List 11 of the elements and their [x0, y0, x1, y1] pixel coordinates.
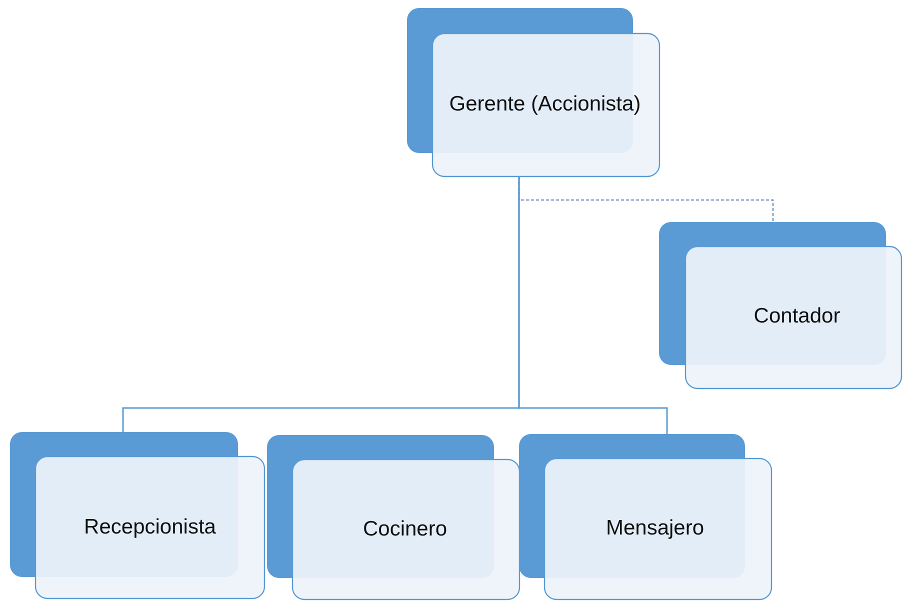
org-chart-box	[519, 434, 772, 600]
org-chart-box	[659, 222, 902, 389]
node-label: Gerente (Accionista)	[448, 91, 642, 118]
node-label: Cocinero	[362, 516, 448, 542]
node-label: Mensajero	[604, 515, 706, 542]
connector-line	[518, 177, 668, 434]
node-label: Contador	[752, 303, 842, 330]
node-label: Recepcionista	[83, 514, 217, 540]
org-chart-box	[407, 8, 660, 177]
org-chart-box	[267, 435, 520, 600]
org-chart-box	[10, 432, 265, 599]
